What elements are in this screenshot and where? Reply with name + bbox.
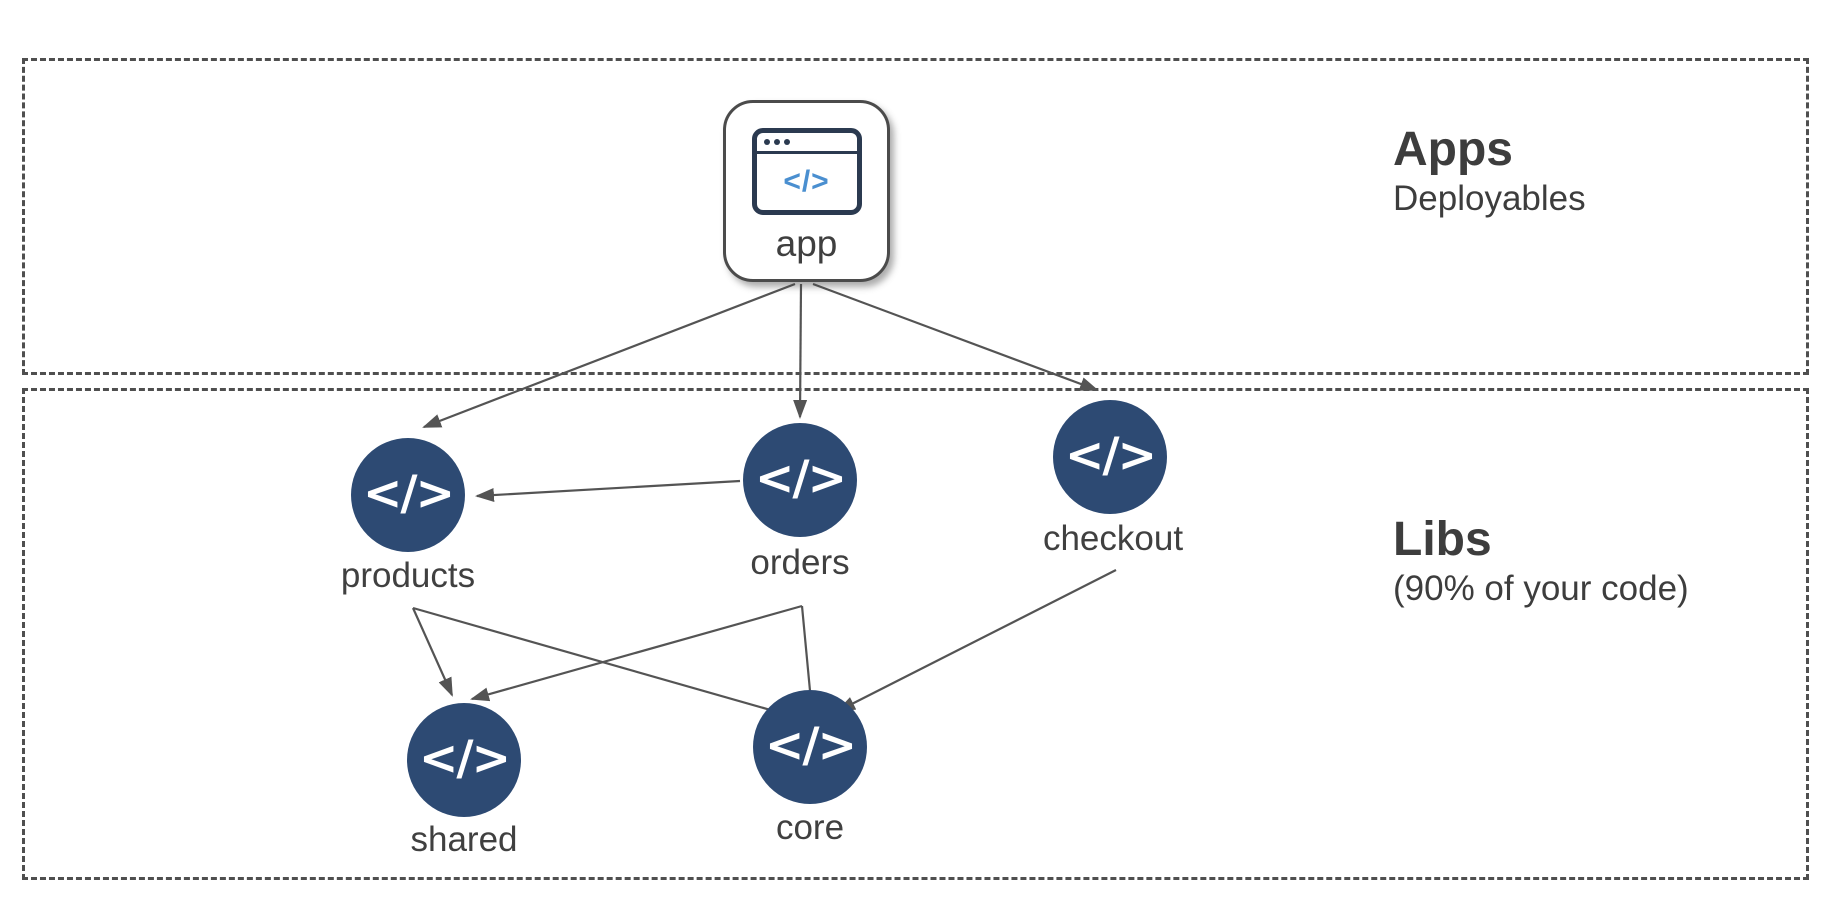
libs-section-label: Libs (90% of your code) (1393, 512, 1689, 611)
libs-section-title: Libs (1393, 513, 1492, 566)
node-shared-label: shared (410, 820, 518, 859)
node-core: </> (753, 690, 867, 804)
node-checkout: </> (1053, 400, 1167, 514)
apps-section-label: Apps Deployables (1393, 122, 1586, 221)
browser-dot (773, 139, 780, 145)
libs-section-box (22, 388, 1809, 880)
browser-code-icon: </> (751, 128, 862, 215)
code-icon: </> (363, 465, 455, 521)
browser-dot (783, 139, 790, 145)
node-products-label: products (340, 556, 476, 595)
code-icon: </> (419, 730, 511, 786)
node-core-label: core (775, 808, 845, 847)
node-products: </> (351, 438, 465, 552)
node-app-label: app (775, 223, 838, 264)
node-orders: </> (743, 423, 857, 537)
apps-section-title: Apps (1393, 123, 1513, 176)
code-icon: </> (755, 450, 847, 506)
code-icon: </> (1065, 427, 1157, 483)
node-app: </> app (723, 100, 890, 282)
libs-section-subtitle: (90% of your code) (1393, 569, 1689, 609)
apps-section-subtitle: Deployables (1393, 179, 1586, 219)
code-icon: </> (765, 717, 857, 773)
node-checkout-label: checkout (1042, 519, 1184, 558)
browser-dot (763, 139, 770, 145)
code-glyph: </> (783, 165, 830, 198)
node-shared: </> (407, 703, 521, 817)
browser-titlebar (756, 133, 857, 154)
node-orders-label: orders (750, 543, 850, 582)
